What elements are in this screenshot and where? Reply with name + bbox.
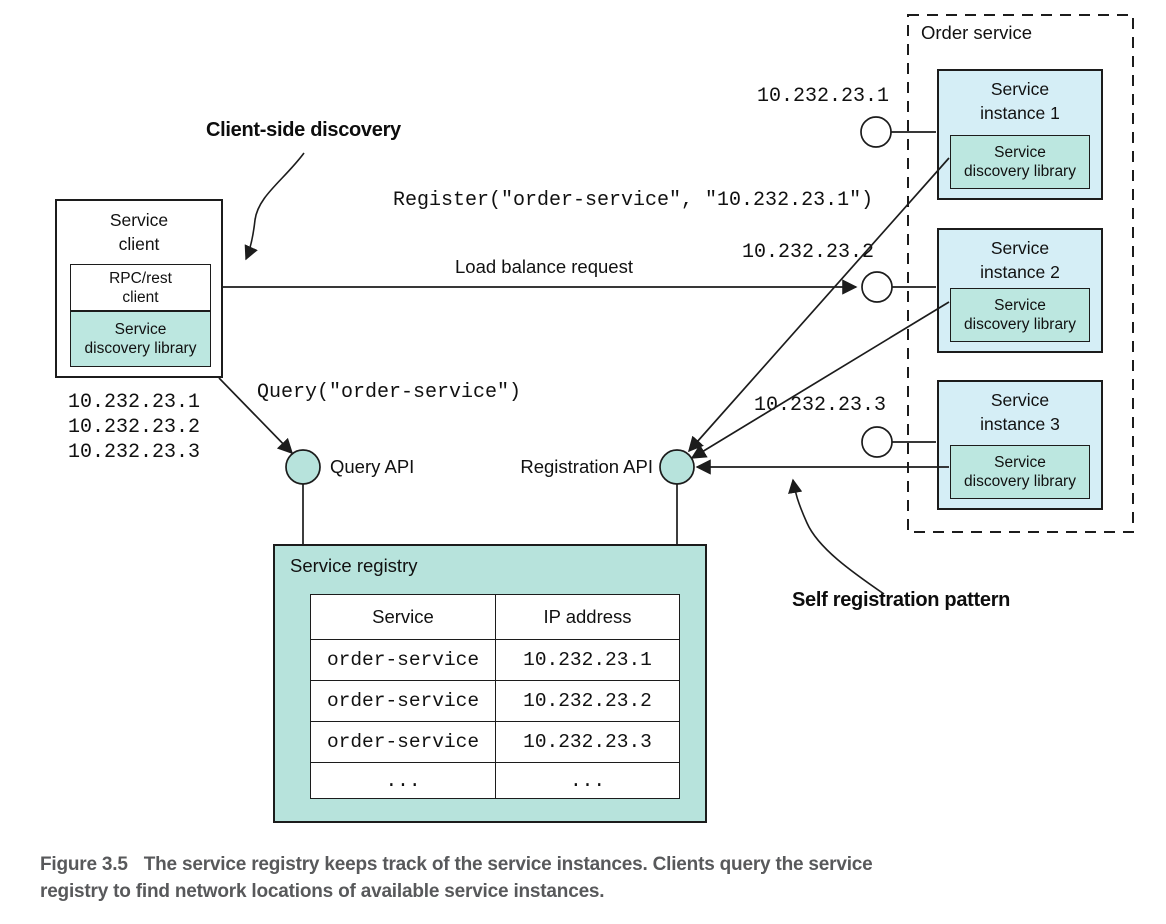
instance-1-endpoint-circle [860,116,892,148]
registry-table: Service IP address order-service 10.232.… [310,594,680,799]
registry-table-header-row: Service IP address [310,594,680,640]
service-client-title: Service client [109,210,169,254]
resolved-ip-1: 10.232.23.1 [68,391,201,414]
instance-2-discovery-library-box: Service discovery library [950,288,1090,342]
instance-3-ip-label: 10.232.23.3 [754,394,887,417]
table-row: order-service 10.232.23.1 [310,639,680,681]
load-balance-request-label: Load balance request [455,256,633,277]
self-registration-pattern-label: Self registration pattern [792,589,1011,611]
query-api-circle [285,449,321,485]
figure-number: Figure 3.5 [40,854,128,875]
instance-1-discovery-library-label: Service discovery library [964,144,1076,180]
service-registry-box: Service registry Service IP address orde… [273,544,707,823]
instance-2-ip-label: 10.232.23.2 [742,241,875,264]
cell-service-2: order-service [310,680,496,722]
register-arrow-instance-2 [690,301,950,459]
query-call-text: Query("order-service") [257,381,522,404]
registry-col-service: Service [310,594,496,640]
cell-ip-2: 10.232.23.2 [495,680,680,722]
cell-ip-1: 10.232.23.1 [495,639,680,681]
resolved-ip-3: 10.232.23.3 [68,441,201,464]
instance-2-discovery-library-label: Service discovery library [964,297,1076,333]
cell-ip-3: 10.232.23.3 [495,721,680,763]
instance-1-ip-label: 10.232.23.1 [757,85,890,108]
order-service-title: Order service [921,22,1033,43]
self-registration-arrow [788,478,885,595]
client-side-discovery-label: Client-side discovery [206,119,401,141]
client-discovery-library-box: Service discovery library [70,311,211,367]
service-instance-3-box: Service instance 3 Service discovery lib… [937,380,1103,510]
cell-service-ellipsis: ... [310,762,496,799]
service-instance-2-title: Service instance 2 [980,238,1060,282]
service-instance-1-box: Service instance 1 Service discovery lib… [937,69,1103,200]
instance-3-discovery-library-box: Service discovery library [950,445,1090,499]
table-row: order-service 10.232.23.2 [310,680,680,722]
registration-api-label: Registration API [520,456,653,477]
client-discovery-library-label: Service discovery library [84,321,197,357]
figure-caption-text: The service registry keeps track of the … [40,854,873,902]
service-instance-1-title: Service instance 1 [980,79,1060,123]
registration-api-circle [659,449,695,485]
rpc-rest-client-label: RPC/rest client [109,269,172,306]
rpc-rest-client-box: RPC/rest client [70,264,211,311]
service-instance-3-title: Service instance 3 [980,390,1060,434]
table-row: order-service 10.232.23.3 [310,721,680,763]
resolved-ip-2: 10.232.23.2 [68,416,201,439]
service-client-box: Service client RPC/rest client Service d… [55,199,223,378]
instance-2-endpoint-circle [861,271,893,303]
service-registry-title: Service registry [290,555,418,576]
registry-col-ip: IP address [495,594,680,640]
query-api-label: Query API [330,456,415,477]
service-instance-2-box: Service instance 2 Service discovery lib… [937,228,1103,353]
client-side-discovery-arrow [244,152,305,261]
cell-ip-ellipsis: ... [495,762,680,799]
instance-1-discovery-library-box: Service discovery library [950,135,1090,189]
cell-service-1: order-service [310,639,496,681]
instance-3-endpoint-circle [861,426,893,458]
register-call-text: Register("order-service", "10.232.23.1") [393,189,874,212]
cell-service-3: order-service [310,721,496,763]
table-row-ellipsis: ... ... [310,762,680,799]
resolved-ip-list: 10.232.23.1 10.232.23.2 10.232.23.3 [68,390,200,465]
instance-3-discovery-library-label: Service discovery library [964,454,1076,490]
